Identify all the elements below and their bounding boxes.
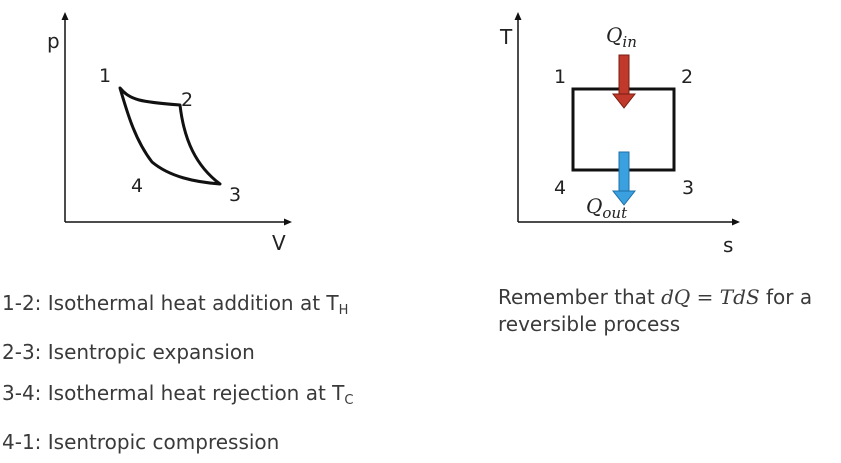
ts-point-4-label: 4 [554, 177, 566, 199]
process-3-4: 3-4: Isothermal heat rejection at TC [2, 373, 353, 422]
equation: dQ = TdS [661, 285, 760, 309]
reversible-process-note: Remember that dQ = TdS for a reversible … [498, 284, 812, 338]
pv-y-axis-label: p [47, 29, 60, 53]
ts-point-1-label: 1 [554, 66, 566, 88]
pv-diagram: p V 1 2 3 4 [47, 12, 292, 255]
q-in-label: Qin [606, 23, 637, 51]
note-line-2: reversible process [498, 311, 812, 338]
process-1-2: 1-2: Isothermal heat addition at TH [2, 283, 353, 332]
ts-x-axis-label: s [723, 233, 733, 257]
pv-point-3-label: 3 [229, 184, 241, 206]
process-4-1: 4-1: Isentropic compression [2, 422, 353, 463]
subscript-hot: H [339, 303, 349, 318]
pv-x-axis-label: V [272, 231, 286, 255]
process-list: 1-2: Isothermal heat addition at TH 2-3:… [2, 283, 353, 463]
ts-y-axis [515, 12, 522, 222]
pv-x-axis [65, 219, 292, 226]
ts-y-axis-label: T [499, 25, 513, 49]
pv-point-2-label: 2 [181, 89, 193, 111]
pv-cycle-curve [120, 88, 220, 184]
process-2-3: 2-3: Isentropic expansion [2, 332, 353, 374]
pv-y-axis [62, 12, 69, 222]
ts-point-2-label: 2 [681, 66, 693, 88]
pv-point-1-label: 1 [99, 65, 111, 87]
subscript-cold: C [344, 393, 353, 408]
note-line-1: Remember that dQ = TdS for a [498, 284, 812, 311]
ts-point-3-label: 3 [682, 177, 694, 199]
pv-point-4-label: 4 [131, 175, 143, 197]
ts-x-axis [518, 219, 740, 226]
heat-in-arrow [613, 55, 635, 108]
ts-diagram: T s 1 2 3 4 Qin Qout [499, 12, 740, 257]
heat-out-arrow [613, 152, 635, 205]
